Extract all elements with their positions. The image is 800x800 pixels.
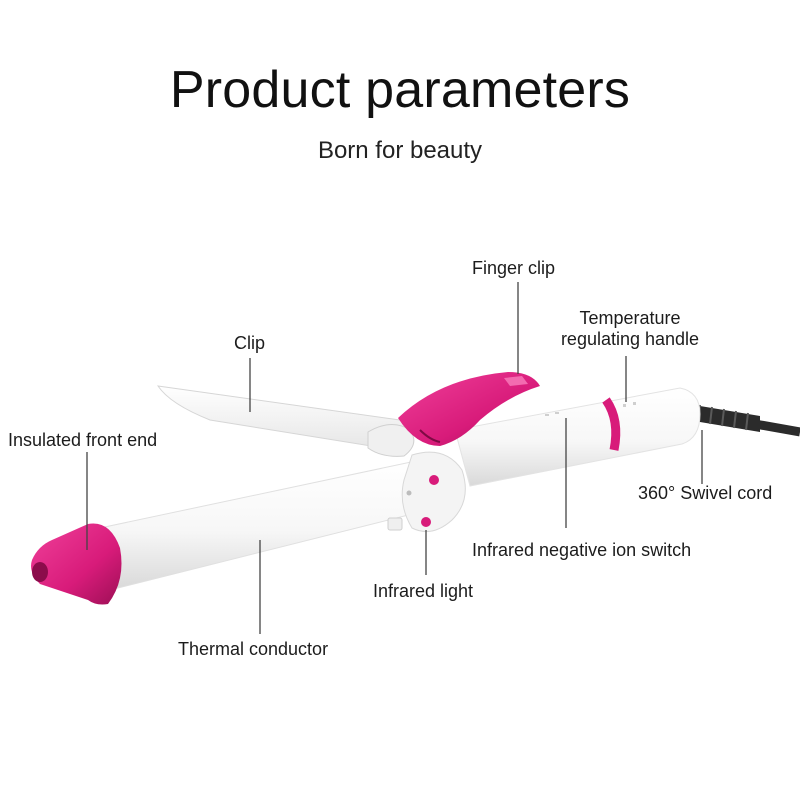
hinge-joint xyxy=(387,451,466,533)
label-infrared-light: Infrared light xyxy=(373,581,474,601)
page-subtitle: Born for beauty xyxy=(317,137,483,164)
label-ion-switch: Infrared negative ion switch xyxy=(472,540,692,560)
finger-clip xyxy=(398,372,540,446)
label-temperature-handle-line2: regulating handle xyxy=(560,329,700,349)
label-temperature-handle: Temperature regulating handle xyxy=(540,308,720,350)
page-title: Product parameters xyxy=(169,61,631,119)
indicator-dot-upper xyxy=(429,475,439,485)
clip-plate xyxy=(156,385,415,457)
leader-lines xyxy=(86,282,703,634)
insulated-front-end xyxy=(31,523,122,605)
label-swivel-cord: 360° Swivel cord xyxy=(638,483,773,503)
swivel-cord xyxy=(687,404,800,437)
label-thermal-conductor: Thermal conductor xyxy=(178,639,329,659)
label-clip: Clip xyxy=(234,333,266,353)
label-finger-clip: Finger clip xyxy=(472,258,556,278)
infrared-light-dot xyxy=(421,517,431,527)
label-insulated-front-end: Insulated front end xyxy=(8,430,158,450)
label-temperature-handle-line1: Temperature xyxy=(579,308,681,328)
temperature-handle xyxy=(454,387,701,487)
